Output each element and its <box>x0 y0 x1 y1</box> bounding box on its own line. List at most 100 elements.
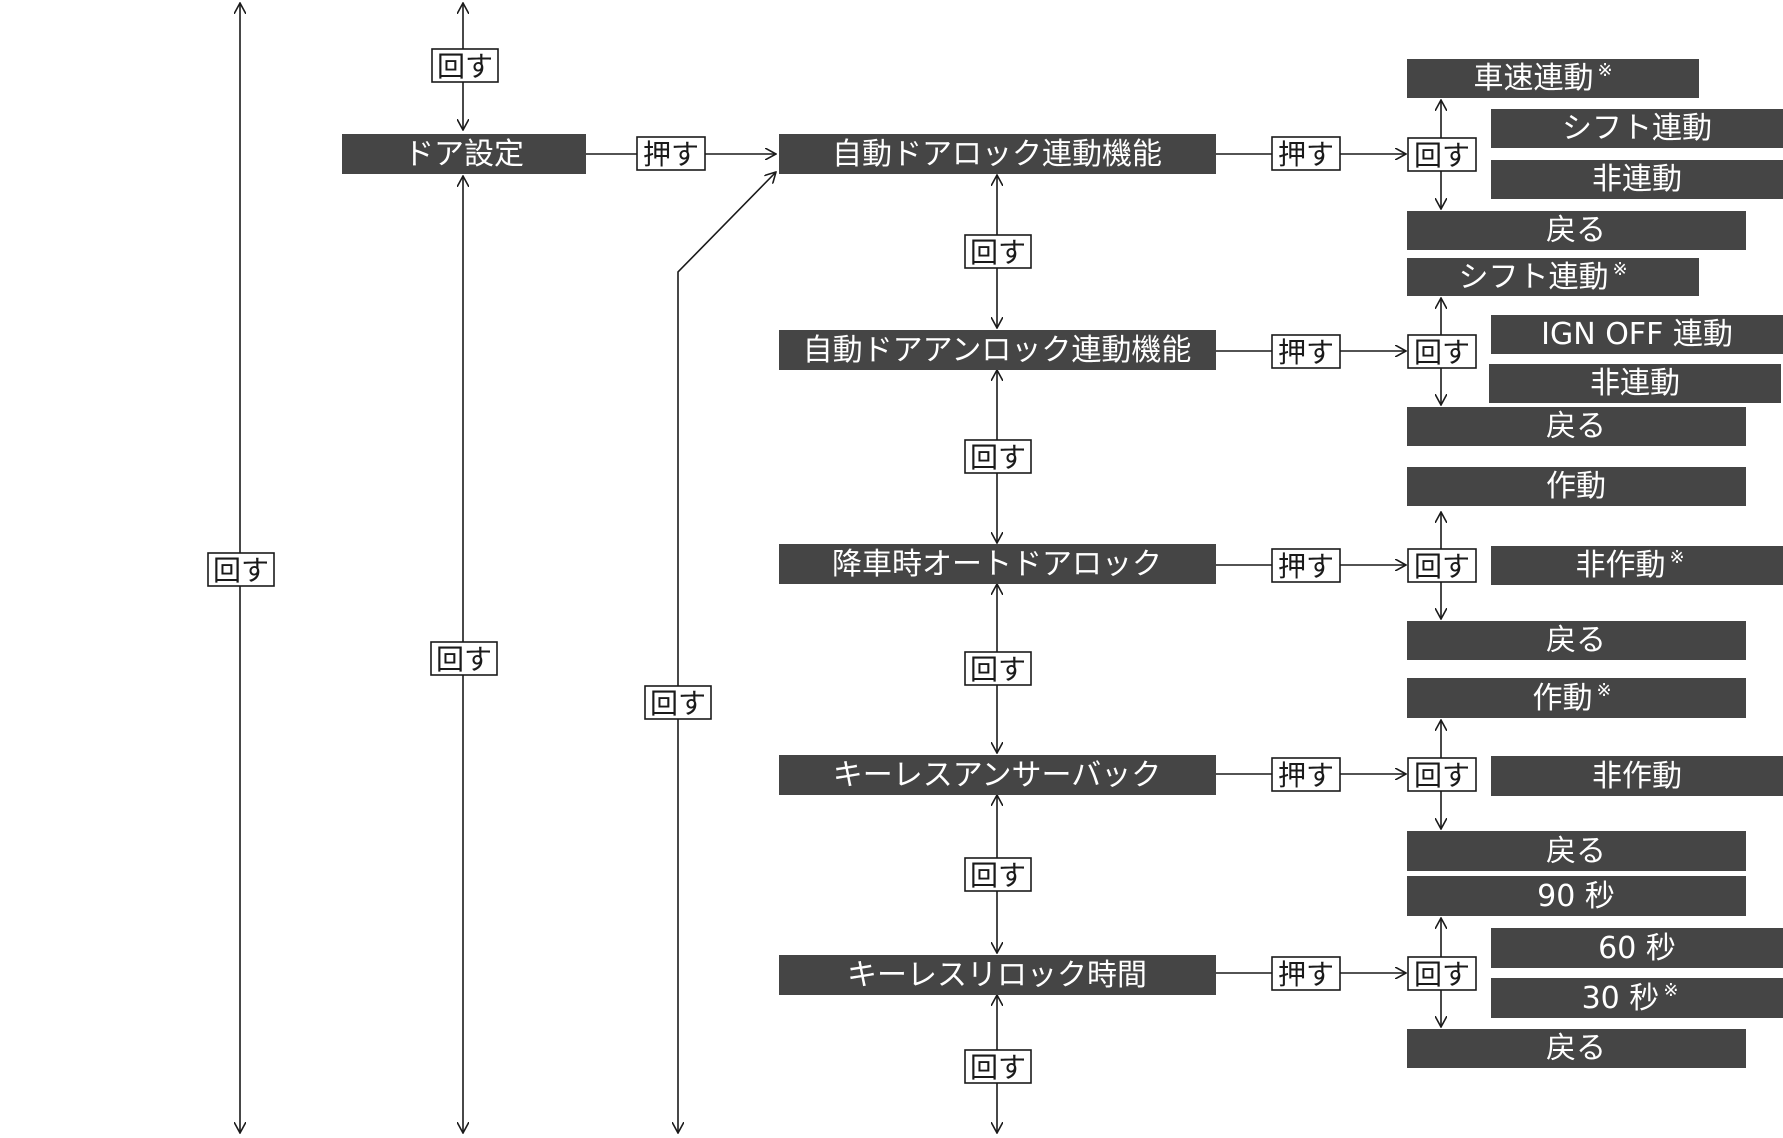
option-box <box>1491 160 1783 199</box>
press-label-frame <box>1271 757 1341 792</box>
option-box <box>1491 109 1783 148</box>
default-mark: ※ <box>1596 680 1611 701</box>
option-box <box>1407 678 1746 718</box>
option-label: 30 秒※ <box>1582 980 1679 1016</box>
menu-item-label: 自動ドアロック連動機能 <box>832 137 1162 172</box>
option-box <box>1407 1029 1746 1068</box>
option-box <box>1491 928 1783 968</box>
option-label: 非作動 <box>1592 759 1682 794</box>
rotate-label: 回す <box>1414 336 1470 369</box>
rotate-label-frame <box>431 48 499 83</box>
option-box <box>1491 546 1783 585</box>
option-label: 90 秒 <box>1537 879 1615 914</box>
press-label-frame <box>1271 136 1341 171</box>
menu-item-label: 降車時オートドアロック <box>832 547 1162 582</box>
default-mark: ※ <box>1597 60 1612 81</box>
menu-item-auto-lock-box <box>779 134 1216 174</box>
option-label: 60 秒 <box>1598 931 1676 966</box>
rotate-label-frame <box>964 651 1032 686</box>
rotate-label-frame <box>964 1049 1032 1084</box>
option-box <box>1407 876 1746 916</box>
option-label: IGN OFF 連動 <box>1541 317 1733 352</box>
rotate-label-frame <box>964 234 1032 269</box>
rotate-label: 回す <box>970 653 1026 686</box>
option-box <box>1407 211 1746 250</box>
rotate-label-frame <box>207 552 275 587</box>
press-label-frame <box>1271 334 1341 369</box>
option-label: 作動※ <box>1532 680 1611 716</box>
menu-item-label: 自動ドアアンロック連動機能 <box>803 333 1192 368</box>
rotate-label-frame <box>1407 548 1477 583</box>
option-box <box>1407 59 1699 98</box>
rotate-label-frame <box>964 857 1032 892</box>
press-label: 押す <box>1278 336 1334 369</box>
option-label: 戻る <box>1546 1031 1606 1066</box>
option-label: シフト連動 <box>1562 111 1712 146</box>
option-box <box>1491 315 1783 354</box>
option-box <box>1491 978 1783 1018</box>
option-box <box>1407 831 1746 871</box>
rotate-label: 回す <box>970 441 1026 474</box>
default-mark: ※ <box>1669 547 1684 568</box>
rotate-label: 回す <box>213 554 269 587</box>
connector-line <box>678 172 776 1133</box>
rotate-label: 回す <box>436 643 492 676</box>
rotate-label: 回す <box>437 50 493 83</box>
rotate-label: 回す <box>1414 550 1470 583</box>
option-label: 戻る <box>1546 409 1606 444</box>
press-label: 押す <box>1278 550 1334 583</box>
press-label-frame <box>1271 956 1341 991</box>
press-label: 押す <box>1278 138 1334 171</box>
option-label: 戻る <box>1546 834 1606 869</box>
press-label: 押す <box>643 138 699 171</box>
option-box <box>1491 756 1783 796</box>
press-label: 押す <box>1278 958 1334 991</box>
option-label: シフト連動※ <box>1458 259 1627 295</box>
menu-box-texts: ドア設定 自動ドアロック連動機能 自動ドアアンロック連動機能 降車時オートドアロ… <box>404 137 1191 993</box>
menu-item-exit-auto-lock-box <box>779 544 1216 584</box>
menu-item-label: キーレスリロック時間 <box>847 958 1147 993</box>
option-label: 戻る <box>1546 213 1606 248</box>
menu-item-label: キーレスアンサーバック <box>833 758 1162 793</box>
rotate-label-frame <box>644 685 712 720</box>
rotate-label-frame <box>964 439 1032 474</box>
rotate-label: 回す <box>1414 958 1470 991</box>
rotate-label: 回す <box>970 859 1026 892</box>
rotate-label-frame <box>1407 137 1477 172</box>
option-box <box>1407 467 1746 506</box>
default-mark: ※ <box>1663 980 1678 1001</box>
option-label: 戻る <box>1546 623 1606 658</box>
rotate-label-frame <box>1407 757 1477 792</box>
option-label: 非連動 <box>1590 366 1680 401</box>
menu-boxes <box>342 59 1783 1068</box>
rotate-label: 回す <box>970 236 1026 269</box>
option-box <box>1489 364 1781 403</box>
menu-item-auto-unlock-box <box>779 330 1216 370</box>
option-box <box>1407 258 1699 296</box>
rotate-label: 回す <box>970 1051 1026 1084</box>
action-label-texts: 回す 回す 回す 回す 押す 回す 回す 回す 回す 回す 押す 押す 押す 押… <box>213 50 1470 1084</box>
press-label: 押す <box>1278 759 1334 792</box>
option-box <box>1407 407 1746 446</box>
option-label: 非作動※ <box>1575 547 1684 583</box>
default-mark: ※ <box>1612 259 1627 280</box>
rotate-label: 回す <box>1414 759 1470 792</box>
option-label: 非連動 <box>1592 162 1682 197</box>
door-settings-label: ドア設定 <box>404 137 524 172</box>
rotate-label-frame <box>1407 956 1477 991</box>
press-label-frame <box>1271 548 1341 583</box>
option-label: 作動 <box>1546 469 1606 504</box>
door-settings-box <box>342 134 586 174</box>
menu-item-keyless-answerback-box <box>779 755 1216 795</box>
rotate-label-frame <box>430 641 498 676</box>
rotate-label: 回す <box>1414 139 1470 172</box>
option-label: 車速連動※ <box>1473 60 1612 96</box>
action-label-frames <box>207 48 1477 1084</box>
rotate-label: 回す <box>650 687 706 720</box>
menu-item-keyless-relock-box <box>779 955 1216 995</box>
option-box <box>1407 621 1746 660</box>
rotate-label-frame <box>1407 334 1477 369</box>
option-texts: 車速連動※ シフト連動 非連動 戻る シフト連動※ IGN OFF 連動 非連動… <box>1458 60 1732 1066</box>
press-label-frame <box>636 136 706 171</box>
